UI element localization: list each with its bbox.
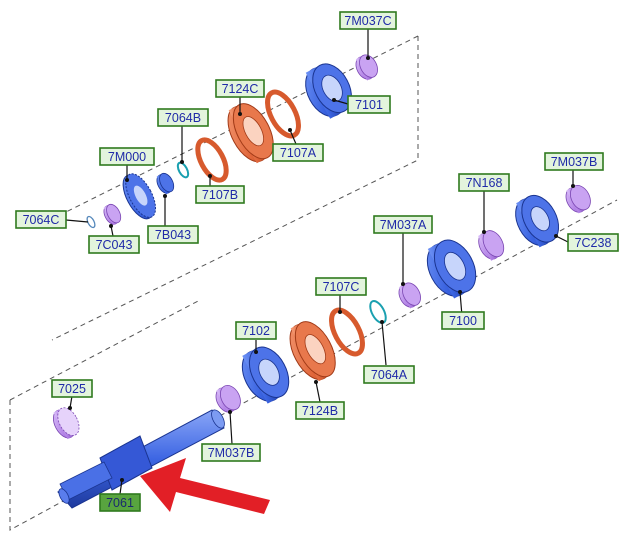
label-text: 7124B xyxy=(302,404,338,418)
label-text: 7N168 xyxy=(466,176,503,190)
label-text: 7064A xyxy=(371,368,408,382)
label-text: 7025 xyxy=(58,382,86,396)
label-text: 7M037C xyxy=(344,14,391,28)
label-text: 7B043 xyxy=(155,228,191,242)
label-text: 7100 xyxy=(449,314,477,328)
snap-ring-7064B xyxy=(176,161,190,179)
needle-bearing-7M037C xyxy=(355,54,378,81)
needle-bearing-7M037B-lower xyxy=(215,385,241,414)
label-7101[interactable]: 7101 xyxy=(347,95,391,114)
label-7064B[interactable]: 7064B xyxy=(157,108,209,127)
roller-cage-7025 xyxy=(52,407,80,440)
friction-ring-7107A xyxy=(265,89,301,139)
gear-7M000 xyxy=(122,173,157,220)
label-text: 7107A xyxy=(280,146,317,160)
label-text: 7107C xyxy=(323,280,360,294)
label-7C238[interactable]: 7C238 xyxy=(567,233,619,252)
output-shaft-7061 xyxy=(57,409,225,509)
label-7025[interactable]: 7025 xyxy=(51,379,93,398)
needle-bearing-7C043 xyxy=(103,203,122,226)
label-7107A[interactable]: 7107A xyxy=(272,143,324,162)
label-text: 7124C xyxy=(222,82,259,96)
pointer-arrow-icon xyxy=(140,458,270,514)
needle-bearing-7M037B-upper xyxy=(565,185,591,214)
leader-dots xyxy=(68,56,575,482)
label-7M037B-upper[interactable]: 7M037B xyxy=(544,152,604,171)
label-7N168[interactable]: 7N168 xyxy=(458,173,510,192)
label-7M037A[interactable]: 7M037A xyxy=(373,215,433,234)
snap-ring-7064A xyxy=(369,300,387,324)
label-7124B[interactable]: 7124B xyxy=(295,401,345,420)
bushing-7N168 xyxy=(478,230,505,261)
bearing-7102 xyxy=(241,346,290,404)
label-7B043[interactable]: 7B043 xyxy=(147,225,199,244)
label-text: 7107B xyxy=(202,188,238,202)
label-text: 7102 xyxy=(242,324,270,338)
label-text: 7M037B xyxy=(551,155,598,169)
label-text: 7064B xyxy=(165,111,201,125)
needle-bearing-7B043 xyxy=(156,172,175,195)
needle-bearing-7M037A xyxy=(398,282,421,309)
label-7124C[interactable]: 7124C xyxy=(215,79,265,98)
label-7102[interactable]: 7102 xyxy=(235,321,277,340)
friction-ring-7107B xyxy=(195,137,229,183)
label-text: 7M000 xyxy=(108,150,146,164)
label-7107C[interactable]: 7107C xyxy=(315,277,367,296)
label-text: 7061 xyxy=(106,496,134,510)
label-7100[interactable]: 7100 xyxy=(441,311,485,330)
bearing-7C238 xyxy=(515,194,560,248)
clutch-pack-7124B xyxy=(289,321,336,382)
label-text: 7C043 xyxy=(96,238,133,252)
bearing-7100 xyxy=(426,239,477,299)
label-text: 7C238 xyxy=(575,236,612,250)
label-text: 7101 xyxy=(355,98,383,112)
label-7M037C[interactable]: 7M037C xyxy=(339,11,397,30)
label-7M037B-lower[interactable]: 7M037B xyxy=(201,443,261,462)
label-7C043[interactable]: 7C043 xyxy=(88,235,140,254)
friction-ring-7107C xyxy=(329,307,365,357)
label-7M000[interactable]: 7M000 xyxy=(99,147,155,166)
label-text: 7M037B xyxy=(208,446,255,460)
bearing-7101 xyxy=(305,63,352,119)
lower-assembly-boundary xyxy=(9,199,618,531)
clutch-pack-7124C xyxy=(227,103,274,164)
label-7061[interactable]: 7061 xyxy=(99,493,141,512)
label-7064A[interactable]: 7064A xyxy=(363,365,415,384)
snap-ring-7064C xyxy=(86,215,96,229)
label-7064C[interactable]: 7064C xyxy=(15,210,67,229)
label-7107B[interactable]: 7107B xyxy=(195,185,245,204)
label-text: 7M037A xyxy=(380,218,427,232)
label-text: 7064C xyxy=(23,213,60,227)
